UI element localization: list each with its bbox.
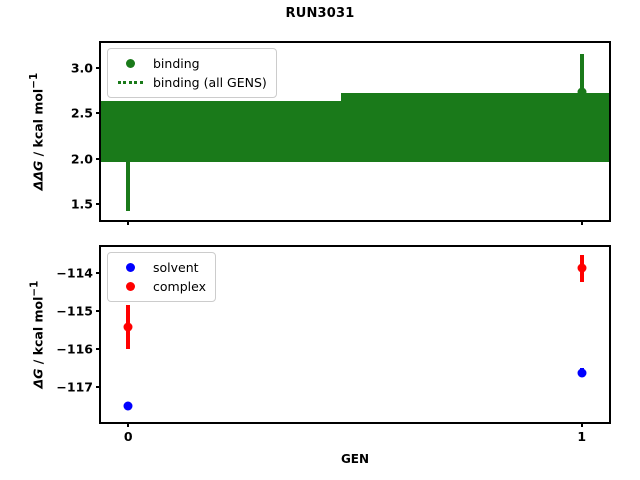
- top-y-label-symbol: ΔΔG: [29, 160, 45, 191]
- legend-label: binding: [153, 56, 200, 71]
- solvent-data-point: [123, 401, 133, 411]
- legend-dotted-line: [117, 81, 143, 84]
- x-tick: [580, 422, 583, 427]
- x-axis-label: GEN: [340, 452, 370, 466]
- y-tick: [96, 310, 101, 313]
- legend-item[interactable]: binding: [115, 54, 267, 73]
- top-y-label-exponent: −1: [27, 72, 40, 89]
- solvent-data-point: [577, 368, 587, 378]
- bottom-y-label-exponent: −1: [27, 280, 40, 297]
- y-tick: [96, 203, 101, 206]
- figure-title: RUN3031: [285, 6, 355, 21]
- legend-label: binding (all GENS): [153, 75, 267, 90]
- y-tick-label: 2.0: [70, 151, 93, 167]
- binding-data-point: [577, 87, 587, 97]
- complex-data-point: [123, 322, 133, 332]
- y-tick-label: −115: [56, 303, 93, 319]
- top-panel-plot-area: [101, 43, 609, 220]
- top-panel-axes: 1.5 2.0 2.5 3.0 binding binding (all GENS): [71, 41, 611, 225]
- y-tick: [96, 157, 101, 160]
- bottom-panel-plot-area: [101, 247, 609, 422]
- y-tick-label: −117: [56, 379, 93, 395]
- bottom-panel-y-axis-label: ΔG / kcal mol−1: [28, 281, 45, 389]
- y-tick-label: −116: [56, 341, 93, 357]
- legend-dot: [125, 263, 135, 272]
- legend-marker-dot-icon: [115, 59, 145, 68]
- legend-label: complex: [153, 279, 206, 294]
- y-tick-label: 1.5: [70, 196, 93, 212]
- y-tick: [96, 348, 101, 351]
- top-y-label-unit: / kcal mol: [29, 88, 45, 161]
- legend-marker-dot-icon: [115, 263, 145, 272]
- y-tick: [96, 386, 101, 389]
- x-tick: [127, 422, 130, 427]
- y-tick-label: −114: [56, 265, 93, 281]
- x-tick-label: 0: [123, 429, 133, 444]
- legend-item[interactable]: solvent: [115, 258, 206, 277]
- binding-all-gens-mean-line: [101, 126, 609, 128]
- y-tick-label: 3.0: [70, 60, 93, 76]
- bottom-y-label-unit: / kcal mol: [30, 296, 46, 369]
- top-panel-legend: binding binding (all GENS): [107, 48, 277, 98]
- legend-dot: [125, 282, 135, 291]
- binding-all-gens-band: [101, 101, 342, 162]
- legend-dotted-line-icon: [115, 81, 145, 84]
- complex-data-point: [577, 263, 587, 273]
- legend-marker-dot-icon: [115, 282, 145, 291]
- legend-dot: [125, 59, 135, 68]
- legend-item[interactable]: binding (all GENS): [115, 73, 267, 92]
- bottom-panel-axes: −117 −116 −115 −114 0 1 solvent complex: [56, 245, 611, 444]
- top-panel-y-axis-label: ΔΔG / kcal mol−1: [28, 73, 45, 191]
- x-tick: [127, 220, 130, 225]
- legend-label: solvent: [153, 260, 199, 275]
- legend-item[interactable]: complex: [115, 277, 206, 296]
- y-tick: [96, 112, 101, 115]
- x-tick: [580, 220, 583, 225]
- bottom-panel-legend: solvent complex: [107, 252, 216, 302]
- x-tick-label: 1: [577, 429, 587, 444]
- bottom-y-label-symbol: ΔG: [30, 368, 46, 389]
- y-tick-label: 2.5: [70, 105, 93, 121]
- y-tick: [96, 66, 101, 69]
- y-tick: [96, 272, 101, 275]
